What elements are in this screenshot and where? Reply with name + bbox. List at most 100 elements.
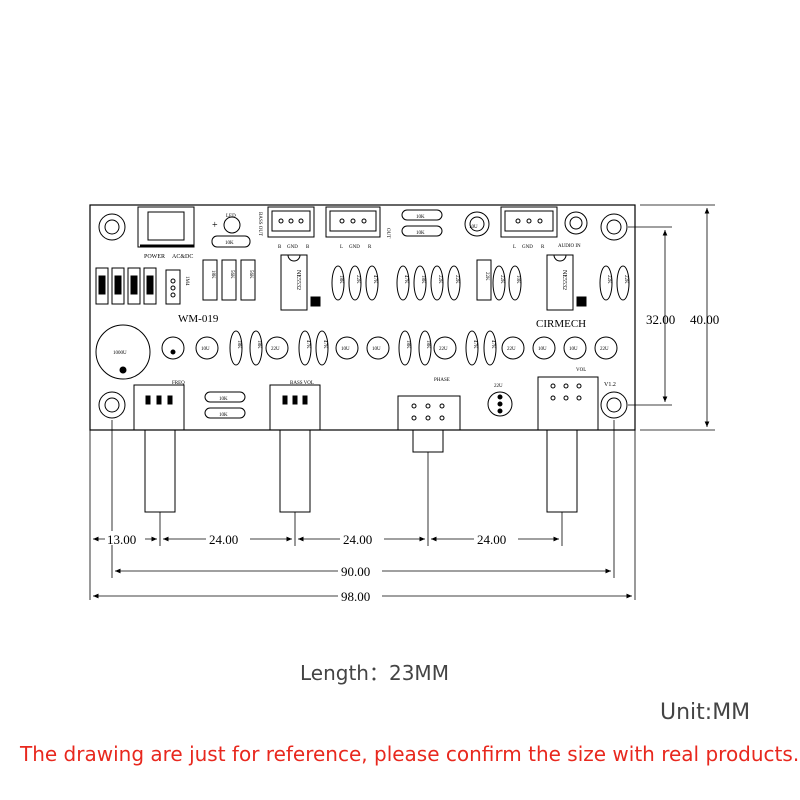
phase-capacitor-label: 22U	[494, 384, 503, 389]
pin-b2: B	[306, 245, 310, 250]
top-resistor-2-label: 10K	[416, 231, 425, 236]
bass-out-connector	[267, 206, 315, 238]
audio-in-label: AUDIO IN	[558, 244, 581, 249]
mid-resistor-2-label: 10K	[219, 413, 228, 418]
height-inner-value: 32.00	[646, 312, 675, 327]
power-terminal	[137, 206, 195, 248]
pin-b1: B	[278, 245, 282, 250]
seg2-value: 24.00	[209, 532, 238, 547]
mid-res-9: 22K	[437, 275, 442, 284]
ic1-side-resistors	[331, 259, 630, 301]
mid-resistor-1-label: 10K	[219, 397, 228, 402]
height-outer-value: 40.00	[690, 312, 719, 327]
seg2-value-bg	[206, 531, 250, 545]
ic-1-label: NE5532	[295, 270, 301, 290]
row-cap-7: 10U	[538, 347, 547, 352]
mid-resistors	[204, 391, 246, 419]
seg3-value: 24.00	[343, 532, 372, 547]
mid-res-14: 22K	[606, 275, 611, 284]
pin-r2: R	[541, 245, 545, 250]
pin-r1: R	[368, 245, 372, 250]
mid-res-8: 18K	[420, 275, 425, 284]
vertical-extension-lines	[628, 204, 715, 431]
row-res-3: 47K	[305, 340, 310, 349]
audio-in-capacitor	[564, 211, 588, 235]
mid-res-2: 56K	[229, 270, 234, 279]
ic-2	[546, 254, 587, 311]
mid-res-15: 22K	[623, 275, 628, 284]
ic-2-label: NE5532	[561, 270, 567, 290]
row-cap-3: 10U	[341, 347, 350, 352]
out-label: OUT	[385, 228, 390, 238]
led-resistor-label: 10K	[225, 241, 234, 246]
top-capacitor-label: 10U	[469, 225, 478, 230]
horizontal-extension-lines	[89, 420, 636, 600]
led-label: LED	[226, 214, 236, 219]
phase-pot	[397, 395, 461, 453]
big-capacitor-label: 1000U	[113, 351, 127, 356]
seg4-value: 24.00	[477, 532, 506, 547]
mid-res-6: 47K	[372, 275, 377, 284]
mid-resistor-blocks	[202, 259, 256, 301]
vol-pot	[537, 376, 599, 513]
row-res-4: 47K	[322, 340, 327, 349]
seg3-value-bg	[340, 531, 384, 545]
phase-label: PHASE	[434, 378, 450, 383]
component-row	[161, 330, 618, 366]
bass-out-label: BASS OUT	[257, 212, 262, 236]
row-cap-4: 10U	[372, 347, 381, 352]
mid-res-5: 22K	[355, 275, 360, 284]
mid-res-7: 47K	[403, 275, 408, 284]
pin-l1: L	[340, 245, 343, 250]
mid-res-10: 22K	[454, 275, 459, 284]
audio-in-connector	[500, 206, 558, 238]
top-resistor-1-label: 10K	[416, 215, 425, 220]
reference-note: The drawing are just for reference, plea…	[20, 742, 800, 766]
width-inner-value-bg	[338, 563, 382, 577]
row-cap-1: 10U	[201, 347, 210, 352]
unit-caption: Unit:MM	[660, 700, 751, 725]
bass-vol-pot	[269, 384, 321, 513]
mid-res-12: 22K	[499, 275, 504, 284]
pin-gnd2: GND	[349, 245, 360, 250]
seg4-value-bg	[474, 531, 518, 545]
freq-pot	[133, 384, 185, 513]
width-outer-value: 98.00	[341, 589, 370, 604]
row-res-6: 18K	[425, 340, 430, 349]
model-label: WM-019	[178, 313, 219, 325]
mid-res-11: 22K	[484, 272, 489, 281]
trim-label: 1M4	[184, 276, 189, 286]
led-plus: +	[212, 220, 218, 231]
row-cap-8: 10U	[569, 347, 578, 352]
pin-l2: L	[513, 245, 516, 250]
led	[211, 216, 251, 248]
version-label: V1.2	[604, 382, 616, 388]
row-cap-9: 22U	[600, 347, 609, 352]
freq-label: FREQ	[172, 381, 185, 386]
row-cap-6: 22U	[507, 347, 516, 352]
row-res-7: 47K	[472, 340, 477, 349]
power-label: POWER	[144, 254, 165, 260]
pin-gnd1: GND	[287, 245, 298, 250]
phase-capacitor	[487, 391, 513, 417]
row-res-5: 18K	[405, 340, 410, 349]
mounting-holes	[98, 213, 628, 419]
row-res-1: 18K	[236, 340, 241, 349]
seg1-value-bg	[105, 531, 145, 545]
pcb-outline	[89, 204, 636, 431]
row-cap-2: 22U	[271, 347, 280, 352]
width-inner-value: 90.00	[341, 564, 370, 579]
vol-label: VOL	[576, 368, 586, 373]
mid-res-4: 18K	[338, 275, 343, 284]
mid-res-13: 10K	[515, 275, 520, 284]
ic-1	[280, 254, 321, 311]
seg1-value: 13.00	[107, 532, 136, 547]
row-res-2: 18K	[256, 340, 261, 349]
top-resistors	[401, 209, 443, 237]
top-capacitor	[464, 211, 490, 237]
row-cap-5: 22U	[439, 347, 448, 352]
mid-res-3: 56K	[248, 270, 253, 279]
brand-label: CIRMECH	[536, 318, 586, 330]
out-connector	[325, 206, 381, 238]
